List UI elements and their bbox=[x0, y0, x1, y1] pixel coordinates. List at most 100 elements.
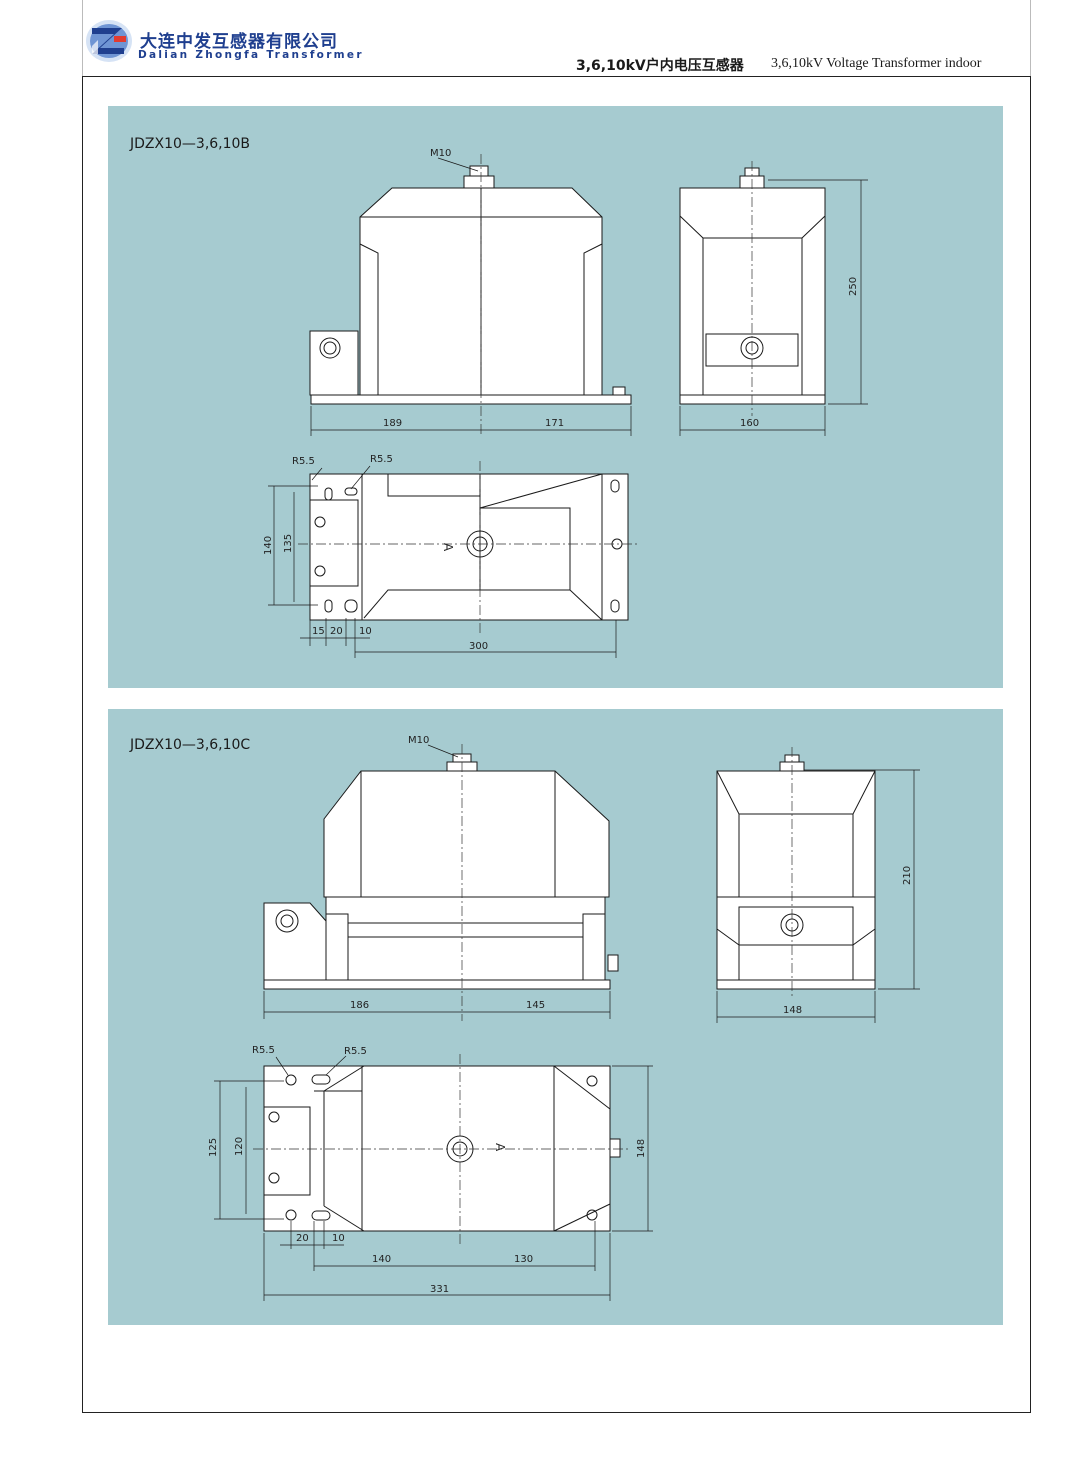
slot-hole-4 bbox=[311, 1210, 331, 1221]
top-chamfer-1 bbox=[323, 1065, 365, 1092]
mount-hole bbox=[275, 909, 299, 933]
page-header: 大连中发互感器有限公司 Dalian Zhongfa Transformer 3… bbox=[0, 0, 1080, 78]
r-leader-1 bbox=[311, 467, 323, 481]
side-view-b: 250 160 bbox=[679, 161, 868, 436]
panel-model-b: JDZX10—3,6,10B M10 189 171 bbox=[108, 106, 1003, 688]
dim-inner-height: 120 bbox=[234, 1137, 245, 1156]
terminal-nut bbox=[469, 165, 489, 177]
ground-bolt bbox=[607, 954, 619, 972]
top-inner-right bbox=[479, 474, 571, 591]
terminal-bolt bbox=[463, 175, 495, 189]
dim-right-height: 148 bbox=[636, 1139, 647, 1158]
side-terminal-block bbox=[738, 906, 854, 946]
top-chamfer-4 bbox=[553, 1203, 611, 1232]
side-lower-left bbox=[716, 928, 740, 980]
slot-hole-6 bbox=[610, 599, 620, 613]
slot-hole-1 bbox=[324, 487, 333, 501]
terminal-screw-2 bbox=[268, 1172, 280, 1184]
housing-rib-right bbox=[583, 243, 603, 395]
dim-offset-b: 20 bbox=[330, 626, 343, 637]
dim-offset-a: 15 bbox=[312, 626, 325, 637]
company-name-cn: 大连中发互感器有限公司 bbox=[140, 32, 338, 52]
mount-lug bbox=[309, 330, 359, 396]
lower-rib-left bbox=[326, 913, 349, 980]
r-leader-1 bbox=[275, 1056, 289, 1076]
dim-total-length: 300 bbox=[469, 641, 488, 652]
dim-side-width: 160 bbox=[740, 418, 759, 429]
top-chamfer-2 bbox=[569, 589, 603, 621]
page-title-cn: 3,6,10kV户内电压互感器 bbox=[576, 58, 744, 74]
dim-inner-height: 135 bbox=[283, 534, 294, 553]
front-lower-body bbox=[325, 896, 606, 981]
hole-radius-2: R5.5 bbox=[344, 1046, 367, 1057]
top-chamfer-1 bbox=[479, 473, 603, 509]
hole-radius-2: R5.5 bbox=[370, 454, 393, 465]
side-housing bbox=[716, 770, 876, 981]
dim-side-width: 148 bbox=[783, 1005, 802, 1016]
zf-logo-icon bbox=[86, 20, 132, 62]
page-title-en: 3,6,10kV Voltage Transformer indoor bbox=[771, 56, 982, 71]
slot-hole-6 bbox=[586, 1209, 598, 1221]
side-base bbox=[716, 979, 876, 990]
mount-hole-inner bbox=[280, 914, 294, 928]
hole-radius-1: R5.5 bbox=[252, 1045, 275, 1056]
slot-hole-5 bbox=[586, 1075, 598, 1087]
slot-hole-3 bbox=[285, 1209, 297, 1221]
hole-radius-1: R5.5 bbox=[292, 456, 315, 467]
panel-model-c: JDZX10—3,6,10C M10 186 145 bbox=[108, 709, 1003, 1325]
slot-hole-3 bbox=[324, 599, 333, 613]
dim-front-right: 171 bbox=[545, 418, 564, 429]
lower-channel bbox=[347, 922, 584, 938]
housing-rib-left bbox=[359, 243, 379, 395]
ground-bolt bbox=[612, 386, 626, 396]
dim-front-left: 186 bbox=[350, 1000, 369, 1011]
dim-base-right: 130 bbox=[514, 1254, 533, 1265]
dim-side-height: 250 bbox=[848, 277, 859, 296]
terminal-screw-1 bbox=[314, 516, 326, 528]
frame-edge-right bbox=[1030, 0, 1031, 76]
base-plate bbox=[310, 394, 632, 405]
top-terminal-block bbox=[309, 499, 359, 587]
front-view-b: M10 189 171 bbox=[309, 148, 632, 436]
drawing-model-b: M10 189 171 250 160 bbox=[263, 148, 868, 658]
terminal-screw-2 bbox=[314, 565, 326, 577]
mount-lug bbox=[263, 902, 327, 981]
r-leader-2 bbox=[350, 465, 371, 490]
slot-hole-2 bbox=[344, 487, 358, 496]
terminal-screw-1 bbox=[268, 1111, 280, 1123]
drawing-model-c: M10 186 145 210 bbox=[208, 735, 920, 1301]
r-leader-2 bbox=[325, 1055, 347, 1076]
top-chamfer-3 bbox=[553, 1065, 611, 1110]
model-label-c: JDZX10—3,6,10C bbox=[130, 737, 251, 753]
side-base bbox=[679, 394, 826, 405]
dim-front-left: 189 bbox=[383, 418, 402, 429]
bolt-label: M10 bbox=[430, 148, 451, 159]
side-lower-right bbox=[852, 928, 876, 980]
slot-hole-5 bbox=[610, 479, 620, 493]
dim-base-left: 140 bbox=[372, 1254, 391, 1265]
ground-bolt-top bbox=[609, 1138, 621, 1158]
bolt-leader bbox=[427, 744, 459, 758]
dim-offset-b: 10 bbox=[332, 1233, 345, 1244]
top-view-b: A R5.5 R5.5 140 135 15 20 10 300 bbox=[263, 454, 638, 658]
slot-hole-2 bbox=[311, 1074, 331, 1085]
lower-rib-right bbox=[582, 913, 605, 980]
bolt-label: M10 bbox=[408, 735, 429, 746]
front-housing bbox=[323, 770, 610, 898]
dim-side-height: 210 bbox=[902, 866, 913, 885]
dim-front-right: 145 bbox=[526, 1000, 545, 1011]
dim-outer-height: 140 bbox=[263, 536, 274, 555]
slot-hole-4 bbox=[344, 599, 358, 613]
company-name-en: Dalian Zhongfa Transformer bbox=[138, 49, 364, 61]
page-frame bbox=[82, 76, 1031, 1413]
terminal-mark-a: A bbox=[441, 543, 455, 552]
mount-hole bbox=[319, 337, 341, 359]
bolt-leader bbox=[437, 157, 479, 172]
top-chamfer-2 bbox=[323, 1205, 365, 1232]
dim-offset-a: 20 bbox=[296, 1233, 309, 1244]
slot-hole-1 bbox=[285, 1074, 297, 1086]
side-view-c: 210 148 bbox=[716, 747, 920, 1023]
dim-offset-c: 10 bbox=[359, 626, 372, 637]
dim-outer-height: 125 bbox=[208, 1138, 219, 1157]
dim-total-length: 331 bbox=[430, 1284, 449, 1295]
